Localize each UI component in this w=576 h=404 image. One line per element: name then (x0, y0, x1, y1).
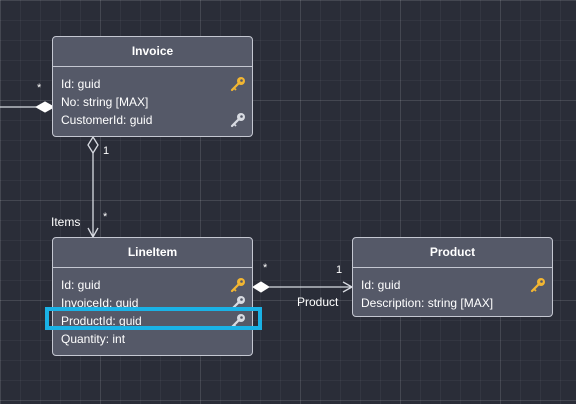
selection-highlight (45, 307, 262, 330)
field-label: No: string [MAX] (61, 95, 149, 109)
field-label: CustomerId: guid (61, 113, 153, 127)
entity-title: Product (353, 238, 552, 268)
field-label: InvoiceId: guid (61, 296, 139, 310)
lineitem-product-target-multiplicity: 1 (336, 264, 343, 276)
field-label: Id: guid (61, 77, 101, 91)
field-label: Description: string [MAX] (361, 296, 494, 310)
field-row[interactable]: Id: guid (53, 75, 252, 93)
entity-title: LineItem (53, 238, 252, 268)
entity-product[interactable]: Product Id: guid Description: string [MA… (352, 237, 553, 317)
lineitem-composition-diamond (252, 281, 270, 293)
field-row[interactable]: Description: string [MAX] (353, 294, 552, 312)
field-row[interactable]: No: string [MAX] (53, 93, 252, 111)
field-row[interactable]: CustomerId: guid (53, 111, 252, 129)
field-label: ProductId: guid (61, 314, 142, 328)
entity-invoice[interactable]: Invoice Id: guid No: string [MAX] Custom… (52, 36, 253, 137)
field-row[interactable]: InvoiceId: guid (53, 294, 252, 312)
lineitem-product-source-multiplicity: * (263, 262, 268, 274)
left-relation-multiplicity: * (37, 82, 42, 94)
field-label: Quantity: int (61, 332, 126, 346)
entity-title: Invoice (53, 37, 252, 67)
field-row[interactable]: Id: guid (53, 276, 252, 294)
field-row-selected[interactable]: ProductId: guid (53, 312, 252, 330)
aggregation-diamond (87, 135, 99, 155)
field-label: Id: guid (361, 278, 401, 292)
invoice-items-role-label: Items (51, 215, 81, 229)
primary-key-icon (530, 278, 545, 293)
primary-key-icon (230, 278, 245, 293)
field-row[interactable]: Quantity: int (53, 330, 252, 348)
field-row[interactable]: Id: guid (353, 276, 552, 294)
foreign-key-icon (230, 113, 245, 128)
lineitem-product-role-label: Product (297, 295, 339, 309)
entity-lineitem[interactable]: LineItem Id: guid InvoiceId: guid Produc… (52, 237, 253, 356)
field-label: Id: guid (61, 278, 101, 292)
primary-key-icon (230, 77, 245, 92)
invoice-items-source-multiplicity: 1 (103, 145, 110, 157)
invoice-items-target-multiplicity: * (103, 211, 108, 223)
